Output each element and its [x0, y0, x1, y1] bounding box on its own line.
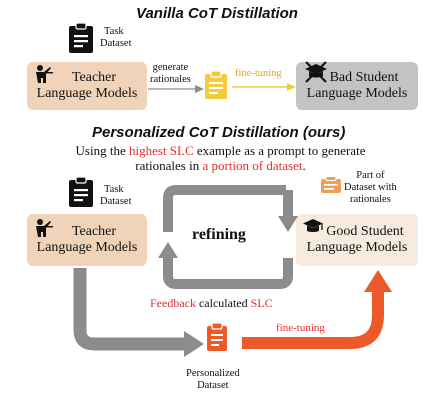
- clipboard-icon: [69, 22, 93, 53]
- personalized-description: Using the highest SLC example as a promp…: [75, 143, 366, 173]
- partial-dataset-icon: [321, 176, 341, 193]
- crossed-graduation-cap-icon: [305, 61, 327, 83]
- personalized-dataset-icon: [207, 322, 227, 351]
- fine-tuning-label-personalized: fine-tuning: [276, 322, 325, 334]
- generate-rationales-label: generate rationales: [150, 62, 191, 85]
- task-dataset-label: Task Dataset: [100, 26, 132, 49]
- clipboard-icon: [69, 176, 93, 207]
- part-dataset-label: Part of Dataset with rationales: [344, 170, 397, 205]
- graduation-cap-icon: [303, 219, 323, 232]
- task-dataset-label: Task Dataset: [100, 184, 132, 207]
- generate-arrow: [148, 85, 204, 93]
- personalized-dataset-label: Personalized Dataset: [186, 368, 240, 391]
- teacher-icon: [36, 219, 53, 237]
- fine-tuning-arrow-vanilla: [232, 83, 296, 91]
- teacher-box-personalized: Teacher Language Models: [27, 214, 147, 266]
- personalized-title: Personalized CoT Distillation (ours): [92, 124, 346, 141]
- teacher-box-vanilla: Teacher Language Models: [27, 62, 147, 110]
- feedback-label: Feedback calculated SLC: [150, 296, 273, 310]
- refining-label: refining: [192, 226, 246, 243]
- fine-tuning-label-vanilla: fine-tuning: [235, 68, 282, 79]
- vanilla-title: Vanilla CoT Distillation: [136, 5, 298, 22]
- teacher-icon: [36, 65, 53, 83]
- rationale-dataset-icon: [205, 70, 227, 99]
